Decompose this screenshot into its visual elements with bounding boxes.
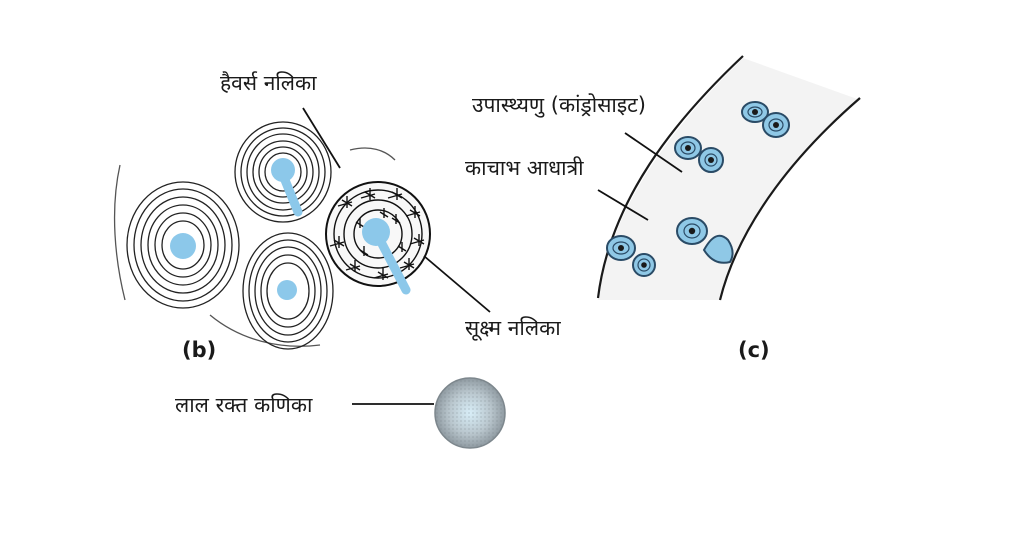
label-matrix: काचाभ आधात्री bbox=[465, 156, 584, 180]
panel-tag-c: (c) bbox=[738, 338, 770, 362]
label-red-blood-cell: लाल रक्त कणिका bbox=[175, 393, 313, 417]
label-haversian-canal: हैवर्स नलिका bbox=[220, 71, 317, 95]
cartilage-edge-right bbox=[718, 97, 861, 301]
bone-outline-top bbox=[349, 147, 396, 161]
cartilage-fill bbox=[598, 58, 860, 300]
haversian-canal-top bbox=[271, 158, 295, 182]
haversian-canal-bottom bbox=[277, 280, 297, 300]
bone-section bbox=[113, 107, 491, 350]
bone-outline-left bbox=[113, 164, 126, 301]
haversian-system-bottom bbox=[242, 232, 334, 350]
leader-matrix bbox=[597, 189, 649, 221]
label-chondrocyte: उपास्थ्यणु (कांड्रोसाइट) bbox=[472, 93, 646, 117]
cartilage-section bbox=[596, 55, 861, 301]
haversian-system-top bbox=[234, 121, 332, 223]
osteon-with-canaliculi bbox=[325, 181, 431, 295]
cartilage-edge-left bbox=[596, 55, 744, 299]
haversian-system-left bbox=[126, 181, 240, 309]
haversian-canal-left bbox=[170, 233, 196, 259]
label-canaliculi: सूक्ष्म नलिका bbox=[465, 316, 561, 340]
leader-haversian bbox=[302, 107, 341, 169]
leader-chondrocyte bbox=[624, 132, 683, 173]
osteocytes bbox=[329, 188, 425, 280]
leader-canaliculi bbox=[423, 255, 491, 313]
panel-tag-b: (b) bbox=[182, 338, 217, 362]
red-blood-cell bbox=[352, 377, 506, 449]
chondrocyte-nuclei bbox=[618, 109, 779, 268]
volkmann-canal bbox=[280, 175, 303, 217]
bone-outline-bottom bbox=[209, 314, 321, 347]
canal-extension bbox=[375, 235, 411, 295]
